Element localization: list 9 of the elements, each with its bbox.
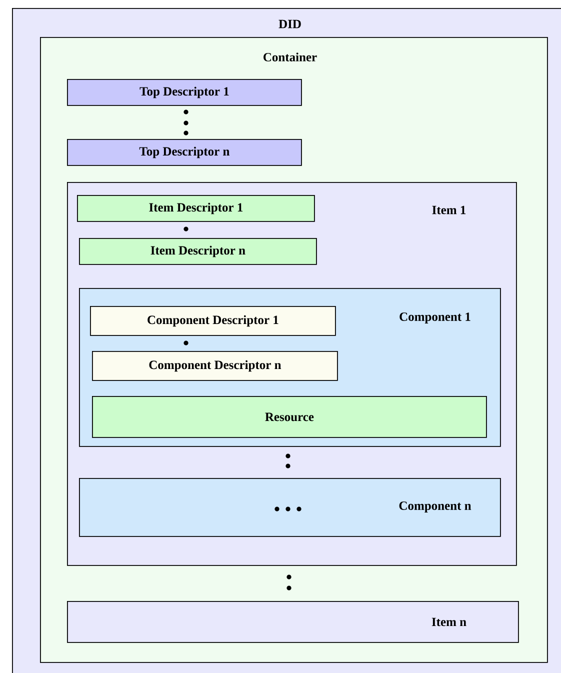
item-box: Item n — [67, 601, 519, 643]
descriptor-box: Top Descriptor 1 — [67, 79, 302, 106]
descriptor-box: Component Descriptor 1 — [90, 306, 336, 336]
resource-box: Resource — [92, 396, 487, 438]
descriptor-box: Item Descriptor n — [79, 238, 317, 265]
descriptor-box: Item Descriptor 1 — [77, 195, 315, 222]
descriptor-box: Component Descriptor n — [92, 351, 338, 381]
component-box: Component n — [79, 478, 501, 537]
descriptor-box: Top Descriptor n — [67, 139, 302, 166]
